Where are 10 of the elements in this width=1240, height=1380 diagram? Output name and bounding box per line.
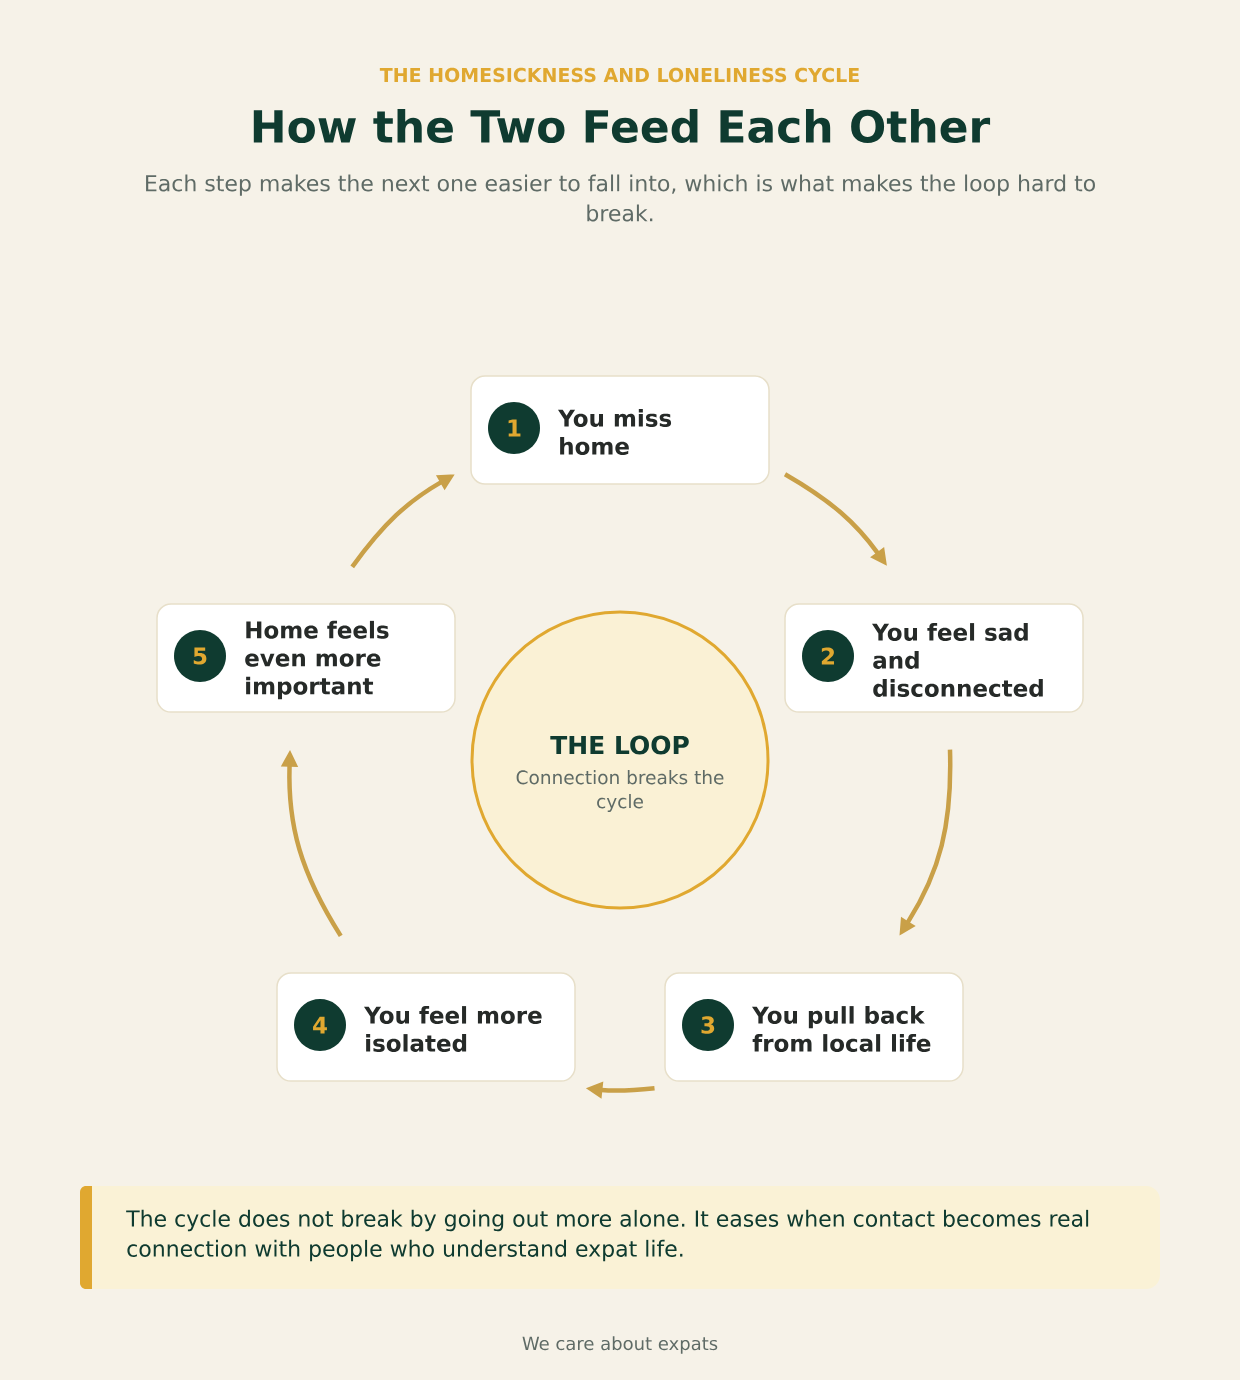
callout-box: The cycle does not break by going out more alone. It eases when contact becomes real connection with people who understand expat life. — [80, 1186, 1160, 1289]
subtitle: Each step makes the next one easier to fall into, which is what makes the loop hard to break. — [146, 174, 1095, 222]
number-badge: 1 — [488, 402, 540, 454]
title: How the Two Feed Each Other — [253, 109, 991, 144]
number-badge: 4 — [294, 999, 346, 1051]
number-badge: 5 — [174, 630, 226, 682]
number-badge: 3 — [682, 999, 734, 1051]
number-badge: 2 — [802, 630, 854, 682]
footer-text: We care about expats — [522, 1336, 718, 1354]
overline-heading: THE HOMESICKNESS AND LONELINESS CYCLE — [379, 67, 859, 83]
